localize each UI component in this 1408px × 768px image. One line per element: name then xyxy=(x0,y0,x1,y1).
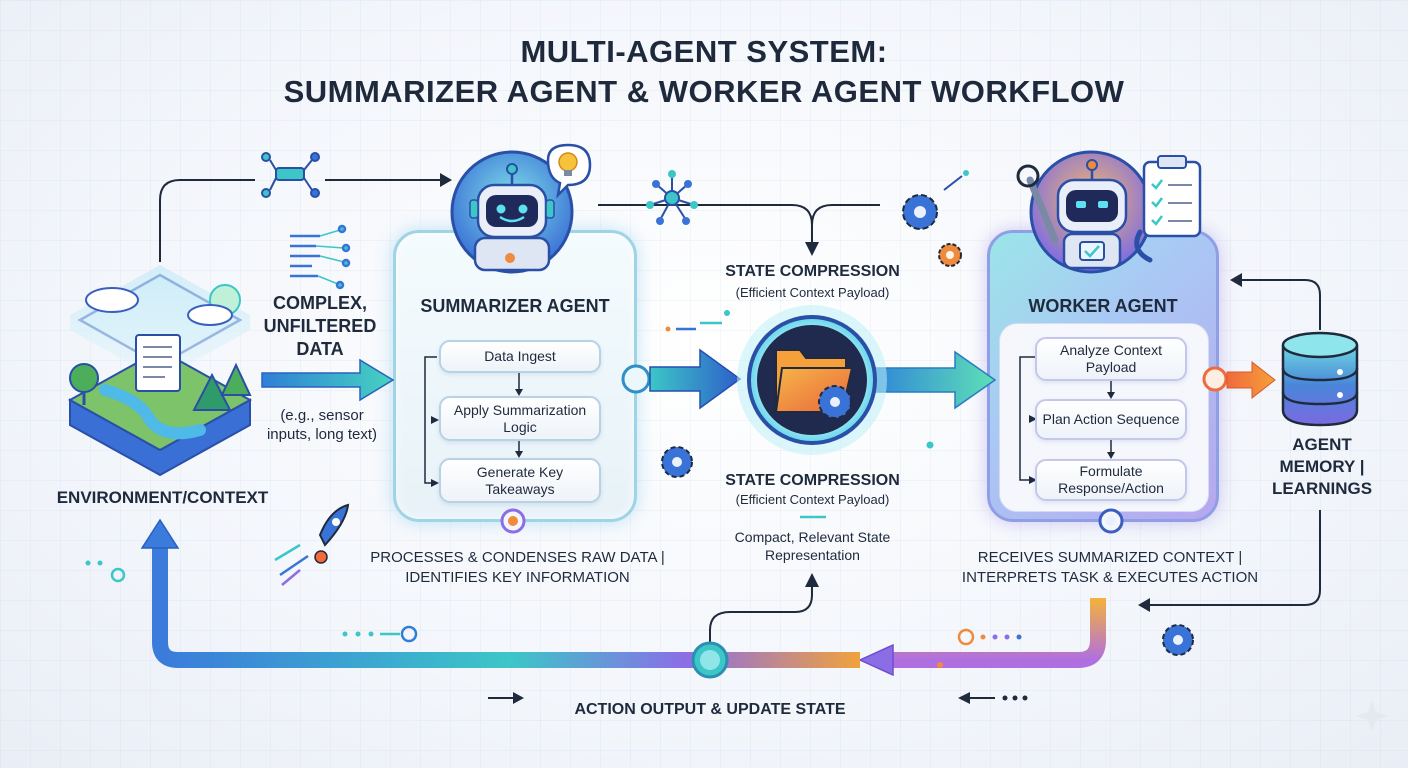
gear-icon-bottom-right xyxy=(1162,624,1194,656)
wrench-icon xyxy=(1016,164,1059,244)
network-icon xyxy=(261,152,320,198)
state-compression-title-top: STATE COMPRESSION xyxy=(725,263,900,280)
summarizer-agent-title: SUMMARIZER AGENT xyxy=(420,296,610,316)
worker-agent-title: WORKER AGENT xyxy=(1028,296,1178,316)
complex-data-label: COMPLEX, UNFILTERED DATA xyxy=(263,293,377,359)
database-icon xyxy=(1281,331,1359,427)
state-compression-subtitle-bottom: (Efficient Context Payload) xyxy=(735,492,890,507)
worker-robot-icon xyxy=(1029,150,1153,274)
state-compression-subtitle-top: (Efficient Context Payload) xyxy=(735,285,890,300)
summarizer-caption: PROCESSES & CONDENSES RAW DATA | IDENTIF… xyxy=(370,549,665,586)
worker-step-analyze: Analyze Context Payload xyxy=(1035,337,1187,381)
gear-icon-small xyxy=(938,243,962,267)
action-output-label: ACTION OUTPUT & UPDATE STATE xyxy=(574,701,846,718)
summarizer-step-generate-takeaways: Generate Key Takeaways xyxy=(439,458,601,503)
complex-data-note: (e.g., sensor inputs, long text) xyxy=(266,407,378,443)
network-hub-icon xyxy=(646,170,698,225)
worker-caption: RECEIVES SUMMARIZED CONTEXT | INTERPRETS… xyxy=(961,549,1259,586)
diagram-title-line2: SUMMARIZER AGENT & WORKER AGENT WORKFLOW xyxy=(283,74,1125,109)
lightbulb-icon xyxy=(546,143,592,199)
state-representation-caption: Compact, Relevant State Representation xyxy=(734,529,891,563)
worker-step-plan: Plan Action Sequence xyxy=(1035,399,1187,440)
environment-context-label: ENVIRONMENT/CONTEXT xyxy=(56,488,269,507)
agent-memory-label: AGENT MEMORY | LEARNINGS xyxy=(1271,435,1373,498)
summarizer-robot-icon xyxy=(450,150,574,274)
summarizer-step-apply-logic: Apply Summarization Logic xyxy=(439,396,601,441)
landscape-icon xyxy=(67,265,253,477)
summarizer-step-data-ingest: Data Ingest xyxy=(439,340,601,373)
folder-gear-icon xyxy=(737,305,887,455)
gear-icon-blue xyxy=(661,446,693,478)
diagram-title-line1: MULTI-AGENT SYSTEM: xyxy=(520,34,888,69)
state-compression-title-bottom: STATE COMPRESSION xyxy=(725,472,900,489)
data-list-icon xyxy=(290,224,351,290)
rocket-icon xyxy=(274,503,350,586)
worker-step-formulate: Formulate Response/Action xyxy=(1035,459,1187,501)
clipboard-icon xyxy=(1134,155,1202,263)
gear-icon-large xyxy=(902,194,938,230)
